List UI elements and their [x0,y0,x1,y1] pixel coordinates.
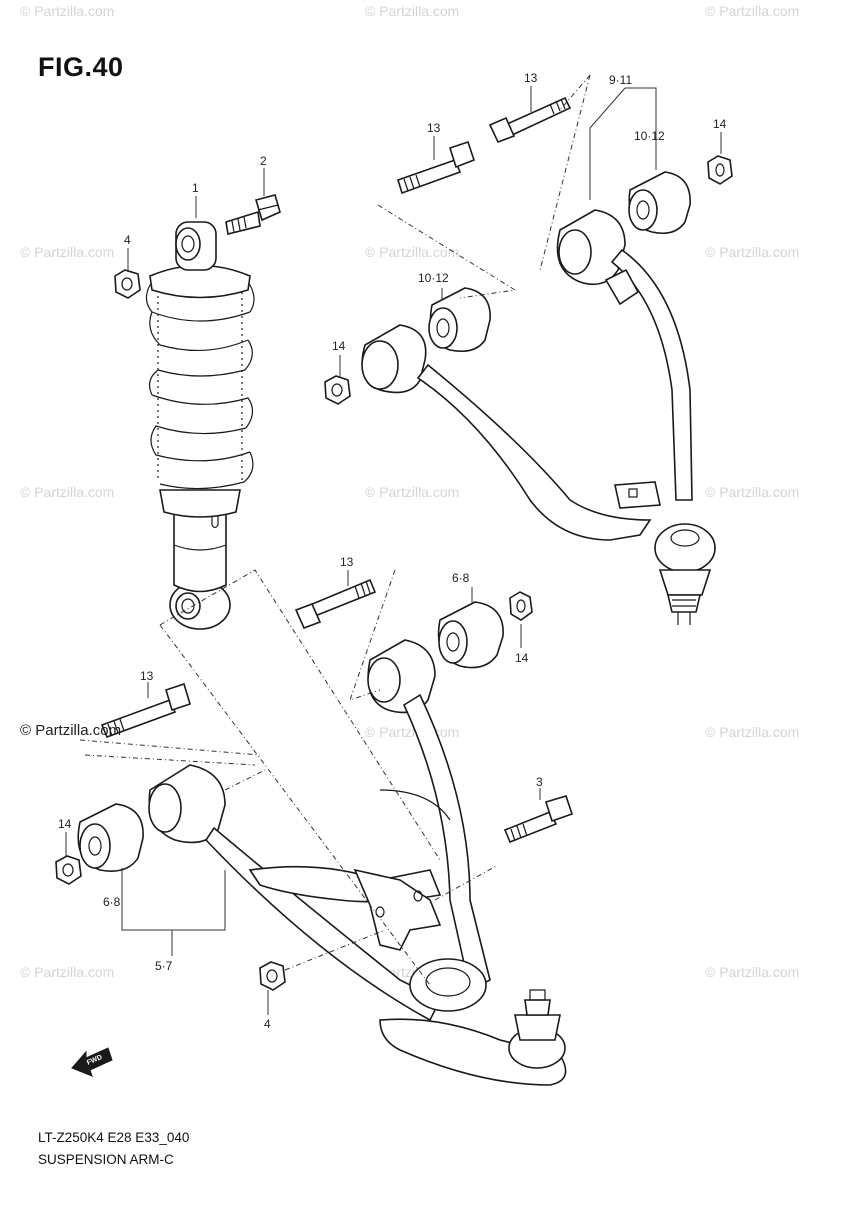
callout-14: 14 [332,339,346,353]
bushing-part-10-12-left[interactable] [428,287,491,353]
watermark: © Partzilla.com [705,3,799,19]
bolt-part-13-lower-rear[interactable] [294,578,377,630]
watermark: © Partzilla.com [705,964,799,980]
callout-10-12: 10·12 [418,271,449,285]
watermark-layer: © Partzilla.com © Partzilla.com © Partzi… [20,3,799,980]
bushing-part-6-8-rear[interactable] [437,601,504,669]
watermark: © Partzilla.com [20,3,114,19]
lower-suspension-arm[interactable] [148,639,567,1086]
callout-4: 4 [264,1017,271,1031]
bushing-part-6-8-front[interactable] [77,803,144,872]
bolt-part-3[interactable] [503,795,574,844]
forward-direction-arrow: FWD [71,1047,113,1077]
watermark: © Partzilla.com [20,964,114,980]
watermark: © Partzilla.com [365,484,459,500]
watermark: © Partzilla.com [705,724,799,740]
leader-lines [65,86,722,1015]
nut-part-4-upper[interactable] [114,269,141,299]
watermark: © Partzilla.com [20,244,114,260]
bolt-part-13-upper-right[interactable] [488,96,572,144]
callout-3: 3 [536,775,543,789]
bolt-part-2[interactable] [225,194,281,235]
callout-6-8: 6·8 [103,895,121,909]
callout-13: 13 [340,555,354,569]
upper-suspension-arm[interactable] [361,209,716,625]
nut-part-14-lower-front[interactable] [55,855,82,885]
callout-13: 13 [140,669,154,683]
callout-labels: 1 2 3 4 4 13 13 13 13 14 14 14 14 10·12 … [58,71,727,1031]
callout-10-12: 10·12 [634,129,665,143]
figure-name: SUSPENSION ARM-C [38,1152,174,1167]
figure-code: LT-Z250K4 E28 E33_040 [38,1130,190,1145]
assembly-lines [79,74,591,986]
watermark: © Partzilla.com [705,244,799,260]
callout-14: 14 [58,817,72,831]
callout-6-8: 6·8 [452,571,470,585]
bolt-part-13-upper-left[interactable] [397,140,475,195]
callout-14: 14 [515,651,529,665]
callout-9-11: 9·11 [609,73,632,87]
callout-5-7: 5·7 [155,959,173,973]
callout-4: 4 [124,233,131,247]
callout-13: 13 [524,71,538,85]
callout-1: 1 [192,181,199,195]
callout-13: 13 [427,121,441,135]
bolt-part-13-lower-front[interactable] [100,682,191,739]
figure-title: FIG.40 [38,52,124,82]
nut-part-14-upper-left[interactable] [324,375,351,405]
watermark: © Partzilla.com [705,484,799,500]
watermark: © Partzilla.com [365,724,459,740]
bushing-part-10-12-right[interactable] [628,171,691,235]
shock-absorber[interactable] [145,221,255,630]
callout-2: 2 [260,154,267,168]
nut-part-14-upper-right[interactable] [707,155,733,185]
watermark: © Partzilla.com [365,3,459,19]
watermark: © Partzilla.com [20,484,114,500]
nut-part-4-lower[interactable] [259,961,286,991]
nut-part-14-lower-rear[interactable] [509,591,533,621]
callout-14: 14 [713,117,727,131]
watermark: © Partzilla.com [365,244,459,260]
watermark-main: © Partzilla.com [20,722,122,739]
